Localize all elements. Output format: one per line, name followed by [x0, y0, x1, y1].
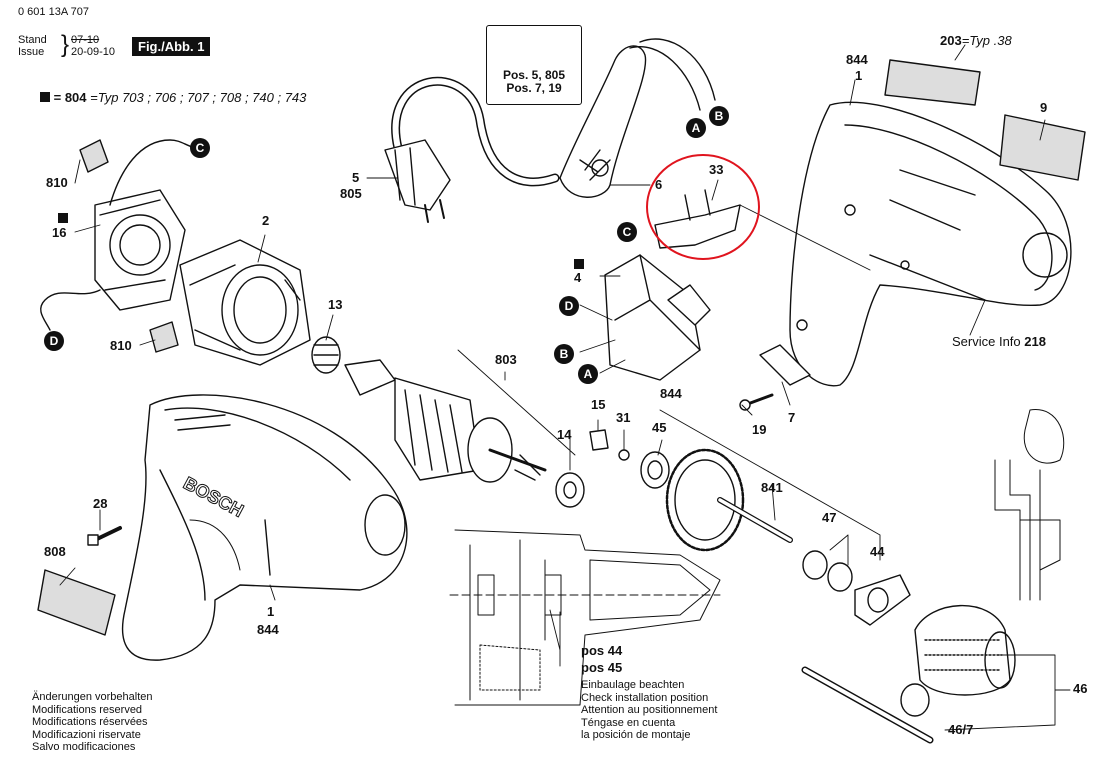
highlight-ellipse — [646, 154, 760, 260]
type-note: = 804 =Typ 703 ; 706 ; 707 ; 708 ; 740 ;… — [40, 90, 306, 105]
part-7: 7 — [788, 410, 796, 425]
assembled-drill-drawing — [121, 394, 408, 661]
part-6: 6 — [655, 177, 663, 192]
part-203-number: 203 — [940, 33, 962, 48]
housing-half-drawing — [789, 101, 1072, 387]
part-46-7: 46/7 — [948, 722, 974, 737]
figure-label: Fig./Abb. 1 — [132, 37, 211, 56]
part-1-housing: 1 — [855, 68, 863, 83]
part-4: 4 — [574, 270, 582, 285]
doc-number: 0 601 13A 707 — [18, 6, 89, 18]
chuck-drawing — [914, 604, 1016, 696]
install-note-line: Einbaulage beachten — [581, 679, 685, 691]
part-203: 203=Typ .38 — [940, 33, 1012, 48]
install-note-line: Check installation position — [581, 691, 709, 704]
install-note-line: Attention au positionnement — [581, 704, 718, 716]
inset-pos-44: pos 44 — [581, 643, 623, 658]
footer-note-line: Modifications reserved — [32, 703, 143, 716]
square-marker-icon — [58, 210, 68, 228]
connector-badge-a-switch: A — [578, 364, 598, 384]
fan-drawing — [311, 336, 341, 374]
part-2: 2 — [262, 213, 270, 228]
part-844-gear: 844 — [660, 386, 682, 401]
part-15: 15 — [591, 397, 606, 412]
trigger-drawing — [654, 189, 741, 249]
install-note: Einbaulage beachten Check installation p… — [581, 679, 717, 742]
connector-badge-c: C — [190, 138, 210, 158]
chuck-key-drawing — [801, 666, 934, 744]
connector-badge-d: D — [44, 331, 64, 351]
header-brace: } — [61, 31, 70, 58]
cord-guard-drawing — [559, 38, 716, 198]
part-841: 841 — [761, 480, 783, 495]
service-info-text: Service Info — [952, 334, 1021, 349]
type-note-types: =Typ 703 ; 706 ; 707 ; 708 ; 740 ; 743 — [90, 90, 307, 105]
footer-note-line: Änderungen vorbehalten — [32, 691, 153, 703]
footer-note-line: Modificazioni riservate — [32, 728, 141, 741]
part-803: 803 — [495, 352, 517, 367]
issue-date: 20-09-10 — [71, 46, 116, 58]
bearing-drawing — [555, 472, 585, 508]
inset-section-drawing — [449, 529, 721, 706]
part-47: 47 — [822, 510, 837, 525]
connector-badge-d-switch: D — [559, 296, 579, 316]
install-note-line: la posición de montaje — [581, 729, 691, 741]
part-14: 14 — [557, 427, 572, 442]
part-44: 44 — [870, 544, 885, 559]
connector-badge-a: A — [686, 118, 706, 138]
part-33: 33 — [709, 162, 724, 177]
warning-line-2: Pos. 7, 19 — [506, 81, 562, 95]
part-16: 16 — [52, 225, 67, 240]
power-cord-drawing — [384, 76, 560, 223]
part-46: 46 — [1073, 681, 1088, 696]
part-810-upper: 810 — [46, 175, 68, 190]
part-13: 13 — [328, 297, 343, 312]
stator-drawing — [179, 239, 311, 366]
service-info-number: 218 — [1024, 334, 1046, 349]
part-844-housing: 844 — [846, 52, 868, 67]
type-note-prefix: = 804 — [53, 90, 87, 105]
inset-pos-45: pos 45 — [581, 660, 623, 675]
install-note-line: Téngase en cuenta — [581, 716, 676, 729]
armature-drawing — [344, 359, 547, 483]
part-45: 45 — [652, 420, 667, 435]
part-844-drill: 844 — [257, 622, 279, 637]
wiring-inset-drawing — [994, 409, 1065, 601]
connector-badge-c-switch: C — [617, 222, 637, 242]
part-1-drill: 1 — [267, 604, 275, 619]
warning-box: Pos. 5, 805 Pos. 7, 19 — [486, 25, 582, 105]
part-31: 31 — [616, 410, 631, 425]
part-19: 19 — [752, 422, 767, 437]
connector-badge-b-switch: B — [554, 344, 574, 364]
switch-drawing — [604, 254, 711, 381]
part-5: 5 — [352, 170, 360, 185]
stand-label: Stand — [18, 34, 47, 46]
connector-badge-b: B — [709, 106, 729, 126]
part-28: 28 — [93, 496, 108, 511]
gear-drawing — [665, 448, 793, 552]
square-marker-icon — [574, 256, 584, 274]
part-808: 808 — [44, 544, 66, 559]
field-holder-drawing — [40, 139, 196, 353]
footer-note: Änderungen vorbehalten Modifications res… — [32, 691, 152, 754]
part-203-type: =Typ .38 — [961, 33, 1012, 48]
issue-label: Issue — [18, 46, 45, 58]
footer-note-line: Salvo modificaciones — [32, 741, 136, 753]
part-805: 805 — [340, 186, 362, 201]
warning-line-1: Pos. 5, 805 — [502, 68, 566, 82]
part-810-lower: 810 — [110, 338, 132, 353]
stand-date: 07-10 — [71, 34, 100, 46]
service-info: Service Info 218 — [952, 334, 1046, 349]
square-marker-icon — [40, 92, 50, 102]
footer-note-line: Modifications réservées — [32, 716, 148, 728]
part-9: 9 — [1040, 100, 1048, 115]
